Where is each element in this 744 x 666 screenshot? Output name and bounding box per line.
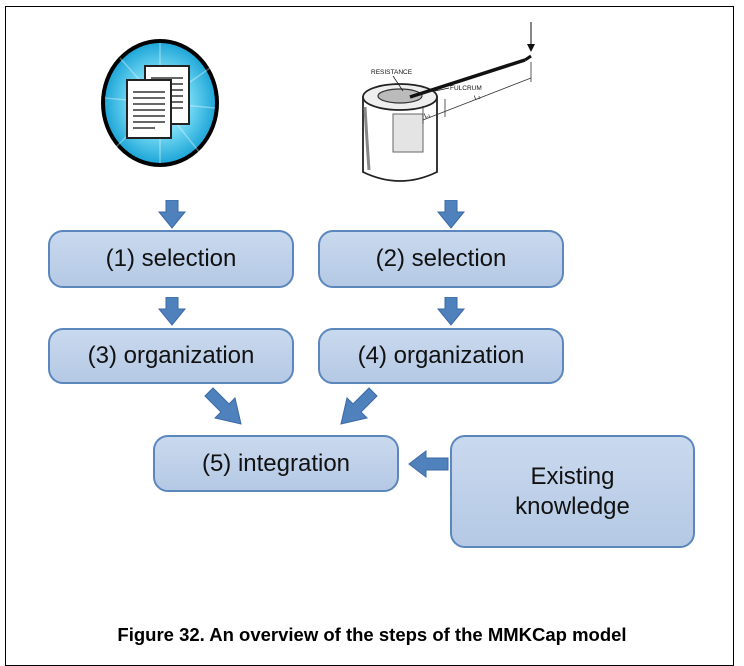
- diagonal-arrow-organization-3-to-integration: [204, 387, 242, 425]
- organization-box-3: (3) organization: [48, 328, 294, 384]
- length-a-label: L₁: [423, 111, 432, 120]
- left-arrow-knowledge-to-integration: [408, 449, 449, 479]
- existing-knowledge-box: Existing knowledge: [450, 435, 695, 548]
- integration-box-5: (5) integration: [153, 435, 399, 492]
- organization-box-3-label: (3) organization: [87, 342, 255, 369]
- documents-icon: [101, 39, 219, 167]
- integration-box-5-label: (5) integration: [201, 449, 351, 477]
- diagonal-arrow-organization-4-to-integration: [340, 387, 378, 425]
- fulcrum-label: FULCRUM: [450, 85, 482, 92]
- down-arrow-docs-to-selection-1: [157, 200, 187, 229]
- lever-device-illustration: RESISTANCE FULCRUM L₁ L₂: [362, 22, 535, 182]
- selection-box-1-label: (1) selection: [105, 245, 237, 272]
- selection-box-2-label: (2) selection: [375, 245, 507, 272]
- length-b-label: L₂: [473, 93, 482, 102]
- existing-knowledge-line-1: Existing: [530, 462, 615, 490]
- down-arrow-device-to-selection-2: [436, 200, 466, 229]
- down-arrow-selection-1-to-organization-3: [157, 297, 187, 326]
- resistance-label: RESISTANCE: [371, 69, 413, 76]
- organization-box-4-label: (4) organization: [357, 342, 525, 369]
- existing-knowledge-line-2: knowledge: [515, 492, 630, 520]
- figure-caption: Figure 32. An overview of the steps of t…: [117, 624, 627, 645]
- down-arrow-selection-2-to-organization-4: [436, 297, 466, 326]
- organization-box-4: (4) organization: [318, 328, 564, 384]
- selection-box-1: (1) selection: [48, 230, 294, 288]
- selection-box-2: (2) selection: [318, 230, 564, 288]
